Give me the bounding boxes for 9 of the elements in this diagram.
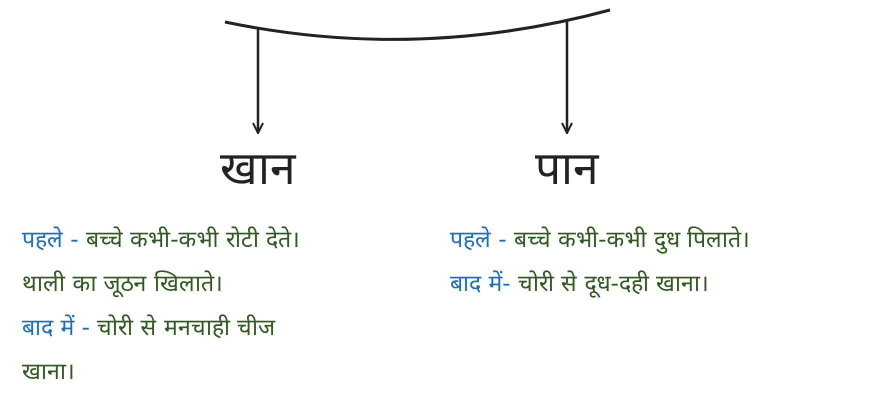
description-text: पहले - बच्चे कभी-कभी रोटी देते। थाली का जूठन खिलाते। xyxy=(22,225,302,300)
heading-word: पान xyxy=(535,145,599,191)
heading-word: खान xyxy=(220,145,296,191)
curved-bracket-line xyxy=(224,8,610,41)
arrow xyxy=(252,29,264,134)
description-text: पहले - बच्चे कभी-कभी दुध पिलाते। xyxy=(450,225,752,256)
arrow xyxy=(561,21,573,134)
description-text: बाद में - चोरी से मनचाही चीज खाना। xyxy=(22,313,276,387)
description-text: बाद में- चोरी से दूध-दही खाना। xyxy=(450,269,710,300)
